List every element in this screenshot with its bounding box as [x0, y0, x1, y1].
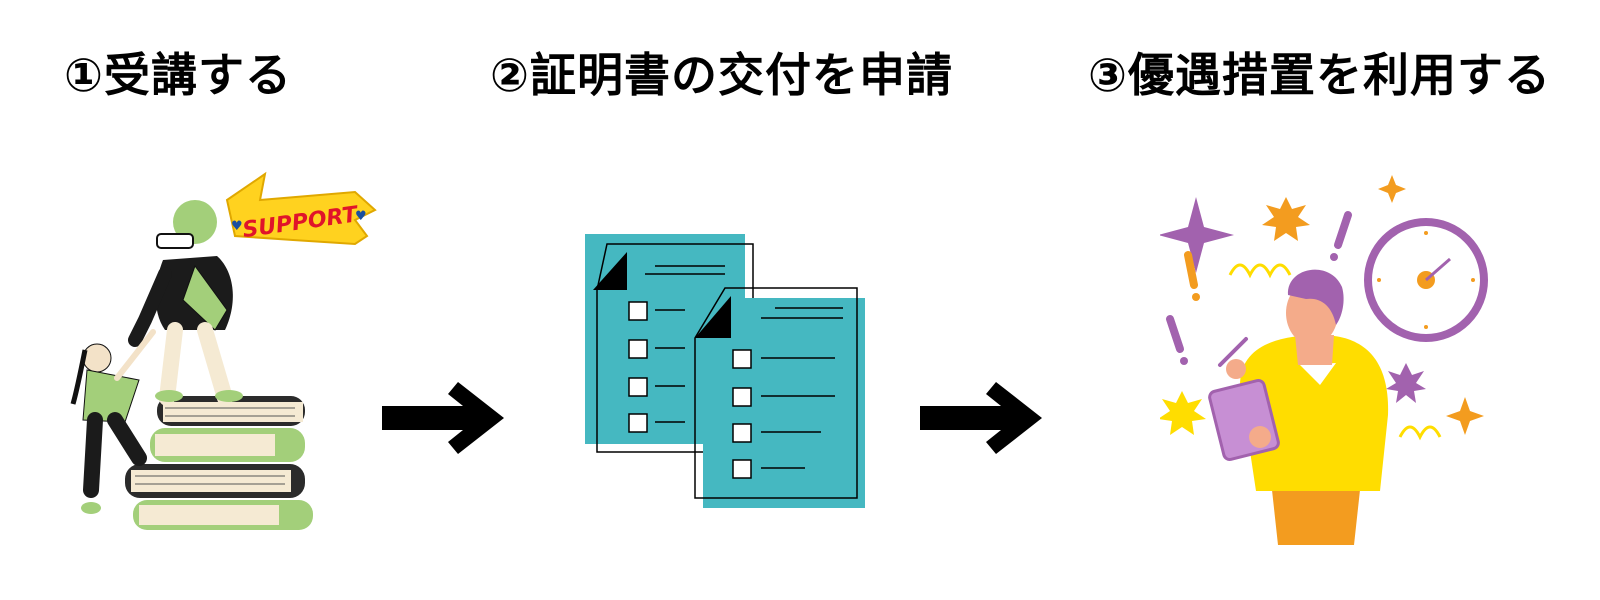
child-figure — [70, 329, 156, 514]
benefits-illustration — [1160, 175, 1488, 545]
svg-text:♥: ♥ — [355, 209, 367, 224]
arrow-right-icon — [382, 382, 504, 454]
arrow-right-icon — [920, 382, 1042, 454]
certificate-documents-icon — [585, 234, 865, 508]
exclamation-icon — [1166, 211, 1352, 365]
star-burst-icon — [1160, 197, 1426, 435]
sparkle-icon — [1160, 175, 1484, 435]
step-3-title: ③優遇措置を利用する — [1088, 48, 1551, 102]
mentoring-illustration: SUPPORT ♥ ♥ — [70, 171, 377, 530]
mentor-figure — [128, 200, 243, 406]
clock-icon — [1364, 218, 1488, 342]
person-figure — [1208, 269, 1389, 545]
support-banner: SUPPORT ♥ ♥ — [225, 171, 377, 246]
step-1-title: ①受講する — [64, 48, 292, 102]
book-stack-icon — [125, 396, 313, 530]
document-front — [694, 287, 865, 508]
svg-text:♥: ♥ — [231, 219, 243, 234]
step-2-title: ②証明書の交付を申請 — [490, 48, 953, 102]
